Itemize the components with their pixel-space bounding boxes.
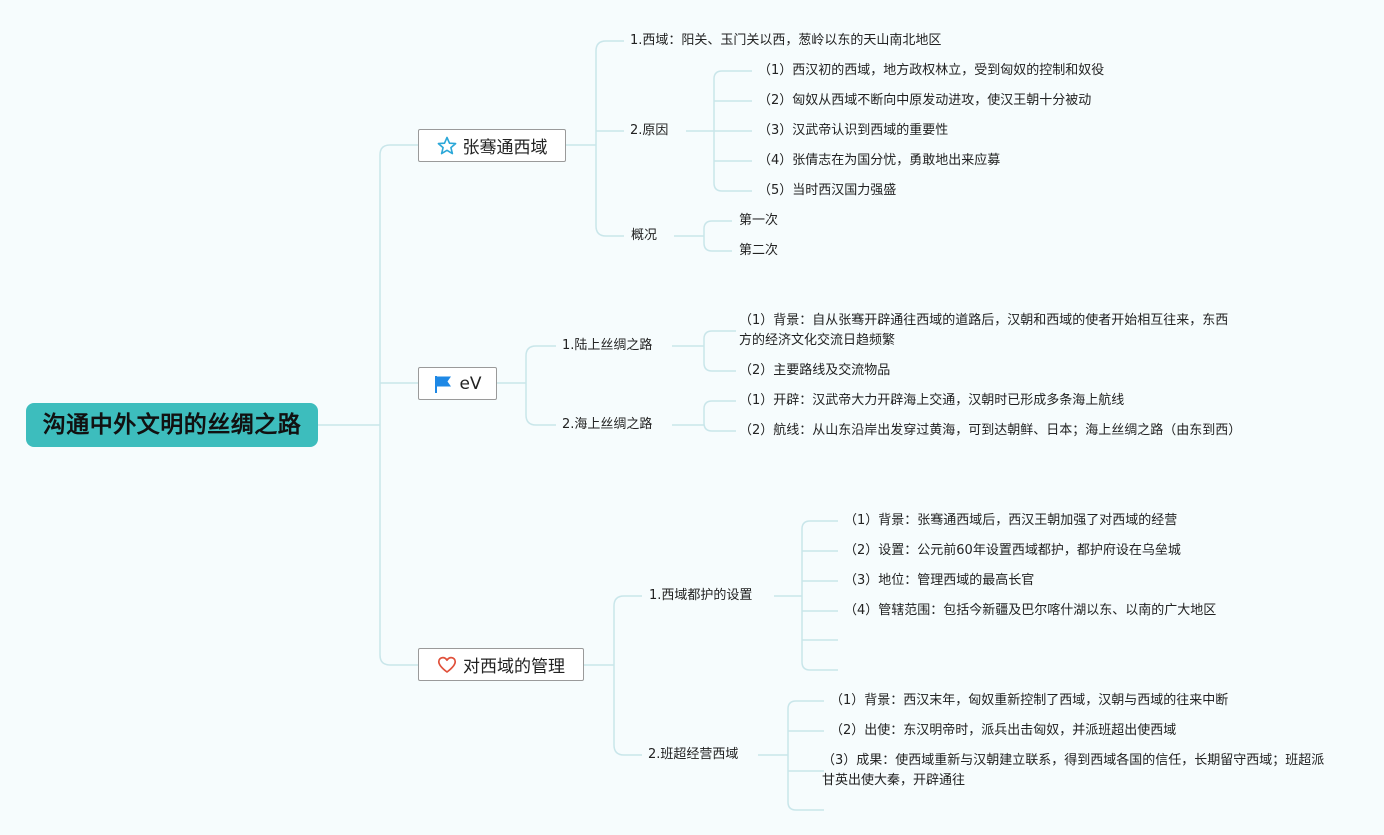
branch-zhang-qian[interactable]: 张骞通西域 <box>418 129 566 162</box>
star-icon <box>437 136 457 156</box>
leaf-banchao-mission[interactable]: （2）出使：东汉明帝时，派兵出击匈奴，并派班超出使西域 <box>830 723 1177 738</box>
branch-label: eV <box>459 373 482 394</box>
subtopic-protectorate[interactable]: 1.西域都护的设置 <box>649 588 753 603</box>
leaf-sea-opening[interactable]: （1）开辟：汉武帝大力开辟海上交通，汉朝时已形成多条海上航线 <box>739 393 1125 408</box>
subtopic-reasons[interactable]: 2.原因 <box>630 123 669 138</box>
leaf-reason-1[interactable]: （1）西汉初的西域，地方政权林立，受到匈奴的控制和奴役 <box>758 63 1105 78</box>
leaf-land-routes[interactable]: （2）主要路线及交流物品 <box>739 363 891 378</box>
subtopic-ban-chao[interactable]: 2.班超经营西域 <box>648 747 739 762</box>
subtopic-xiyu-definition[interactable]: 1.西域：阳关、玉门关以西，葱岭以东的天山南北地区 <box>630 33 942 48</box>
flag-icon <box>433 374 453 394</box>
branch-label: 张骞通西域 <box>462 138 548 158</box>
root-topic[interactable]: 沟通中外文明的丝绸之路 <box>26 403 318 447</box>
leaf-protectorate-scope[interactable]: （4）管辖范围：包括今新疆及巴尔喀什湖以东、以南的广大地区 <box>844 603 1217 618</box>
heart-icon <box>437 655 457 675</box>
leaf-land-background[interactable]: （1）背景：自从张骞开辟通往西域的道路后，汉朝和西域的使者开始相互往来，东西方的… <box>739 313 1229 348</box>
subtopic-overview[interactable]: 概况 <box>631 228 658 243</box>
leaf-second-trip[interactable]: 第二次 <box>739 243 779 258</box>
branch-label: 对西域的管理 <box>463 657 565 677</box>
leaf-sea-route[interactable]: （2）航线：从山东沿岸出发穿过黄海，可到达朝鲜、日本；海上丝绸之路（由东到西） <box>739 423 1242 438</box>
branch-xiyu-management[interactable]: 对西域的管理 <box>418 648 584 681</box>
leaf-reason-4[interactable]: （4）张倩志在为国分忧，勇敢地出来应募 <box>758 153 1001 168</box>
leaf-reason-2[interactable]: （2）匈奴从西域不断向中原发动进攻，使汉王朝十分被动 <box>758 93 1092 108</box>
subtopic-land-silk-road[interactable]: 1.陆上丝绸之路 <box>562 338 653 353</box>
branch-silk-road[interactable]: eV <box>418 367 497 400</box>
leaf-first-trip[interactable]: 第一次 <box>739 213 779 228</box>
subtopic-sea-silk-road[interactable]: 2.海上丝绸之路 <box>562 417 653 432</box>
leaf-protectorate-setup[interactable]: （2）设置：公元前60年设置西域都护，都护府设在乌垒城 <box>844 543 1181 558</box>
leaf-banchao-background[interactable]: （1）背景：西汉末年，匈奴重新控制了西域，汉朝与西域的往来中断 <box>830 693 1229 708</box>
leaf-banchao-result[interactable]: （3）成果：使西域重新与汉朝建立联系，得到西域各国的信任，长期留守西域；班超派甘… <box>822 753 1325 788</box>
leaf-protectorate-background[interactable]: （1）背景：张骞通西域后，西汉王朝加强了对西域的经营 <box>844 513 1178 528</box>
leaf-reason-5[interactable]: （5）当时西汉国力强盛 <box>758 183 897 198</box>
leaf-reason-3[interactable]: （3）汉武帝认识到西域的重要性 <box>758 123 949 138</box>
leaf-protectorate-status[interactable]: （3）地位：管理西域的最高长官 <box>844 573 1035 588</box>
